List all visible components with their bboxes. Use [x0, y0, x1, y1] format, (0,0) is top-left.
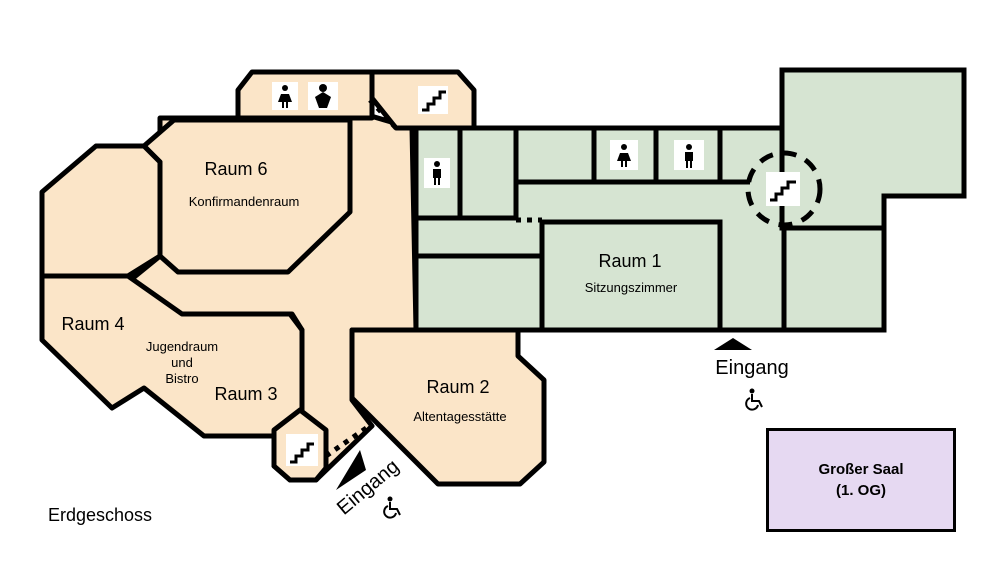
room-1-subtitle: Sitzungszimmer — [585, 280, 678, 295]
stairs-icon — [766, 172, 800, 206]
shared-text-line-2: und — [171, 355, 193, 370]
entrance-label-east: Eingang — [715, 357, 788, 379]
female-toilet-icon — [610, 140, 638, 170]
upper-floor-hall-floor: (1. OG) — [835, 482, 886, 499]
east-wing — [413, 125, 787, 333]
room-2-name: Raum 2 — [426, 377, 489, 397]
female-toilet-icon — [272, 82, 298, 110]
shared-text-line-1: Jugendraum — [146, 339, 218, 354]
stairs-icon — [286, 434, 318, 466]
wheelchair-icon — [383, 496, 401, 519]
male-toilet-icon — [674, 140, 704, 170]
wheelchair-icon — [745, 388, 763, 411]
stairs-icon — [418, 86, 448, 114]
room-6-name: Raum 6 — [204, 159, 267, 179]
room-1-name: Raum 1 — [598, 251, 661, 271]
room-west — [39, 143, 163, 279]
entrance-arrow-icon — [336, 450, 366, 490]
baby-changing-icon — [308, 82, 338, 110]
floor-label: Erdgeschoss — [48, 505, 153, 525]
male-toilet-icon — [424, 158, 450, 188]
room-2 — [349, 327, 547, 487]
room-2-subtitle: Altentagesstätte — [413, 409, 506, 424]
east-room — [781, 225, 887, 333]
upper-floor-hall-box: Großer Saal (1. OG) — [766, 428, 956, 532]
wc-block — [235, 69, 375, 121]
room-1-box — [539, 219, 723, 333]
entrance-arrow-icon — [714, 338, 752, 350]
room-4-name: Raum 4 — [61, 314, 124, 334]
room-3-name: Raum 3 — [214, 384, 277, 404]
room-6-subtitle: Konfirmandenraum — [189, 194, 300, 209]
northeast-block — [779, 67, 967, 231]
upper-floor-hall-title: Großer Saal — [818, 461, 904, 478]
shared-text-line-3: Bistro — [165, 371, 198, 386]
